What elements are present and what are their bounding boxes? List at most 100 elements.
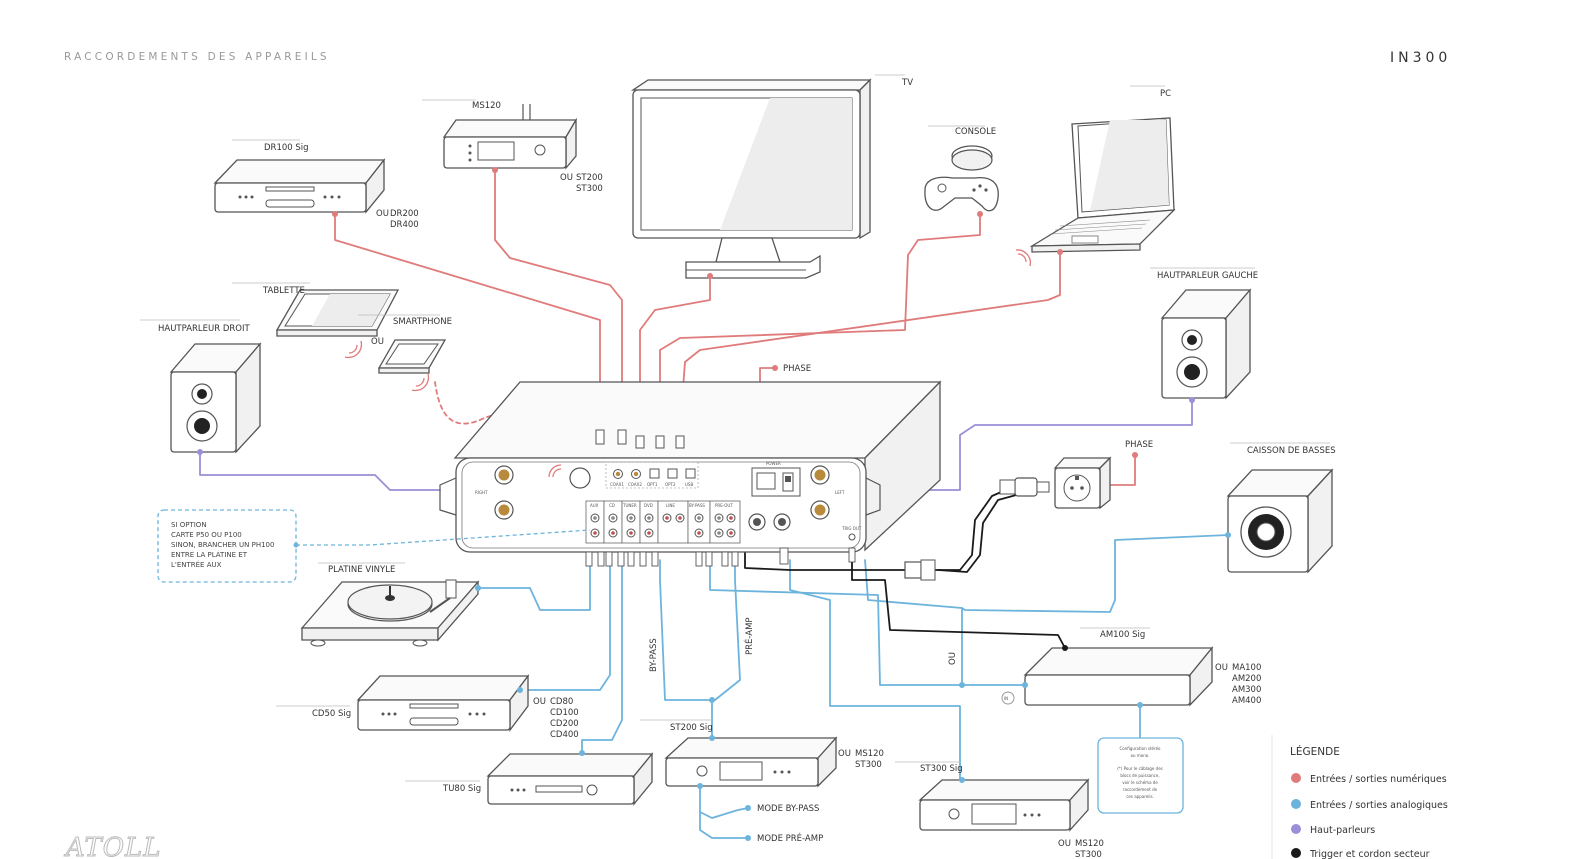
analog-inputs-panel: AUX CD TUNER DVD LINE BY-PASS PRE-OUT — [585, 500, 741, 544]
ms120-alt-1: ST200 — [576, 173, 603, 183]
legend-swatch-digital — [1291, 773, 1301, 783]
cd50-device: CD50 Sig OU CD80 CD100 CD200 CD400 — [276, 674, 579, 740]
input-bypass: BY-PASS — [689, 503, 705, 508]
cd50-alt-2: CD100 — [550, 708, 579, 718]
option-note: SI OPTION CARTE P50 OU P100 SINON, BRANC… — [157, 509, 591, 583]
pc-label: PC — [1160, 89, 1171, 99]
am100-alt-2: AM200 — [1232, 674, 1261, 684]
input-opt2: OPT2 — [665, 482, 676, 487]
am100-alt-4: AM400 — [1232, 696, 1261, 706]
legend-title: LÉGENDE — [1290, 745, 1340, 758]
cd50-alt-3: CD200 — [550, 719, 579, 729]
console-label: CONSOLE — [955, 127, 996, 137]
am100-alt-ou: OU — [1215, 663, 1228, 673]
smartphone-device: SMARTPHONE OU — [358, 314, 452, 392]
legend-swatch-speakers — [1291, 824, 1301, 834]
mode-preamp-label: MODE PRÉ-AMP — [757, 832, 823, 844]
dr100-label: DR100 Sig — [264, 143, 309, 153]
legend-item-digital: Entrées / sorties numériques — [1310, 774, 1447, 785]
dr100-alt-1: DR200 — [390, 209, 419, 219]
input-dvd: DVD — [644, 503, 653, 508]
pc-device: PC — [1015, 85, 1176, 267]
page-title: RACCORDEMENTS DES APPAREILS — [64, 51, 330, 63]
ou-vertical-label: OU — [948, 652, 958, 665]
config-note-line5: voir le schéma de — [1122, 780, 1158, 785]
input-coax2: COAX2 — [628, 482, 642, 487]
model-name: IN300 — [1390, 50, 1451, 66]
phase-right-label: PHASE — [1125, 440, 1153, 450]
mode-bypass-label: MODE BY-PASS — [757, 804, 819, 814]
tablette-device: TABLETTE — [232, 282, 400, 359]
cd50-alt-1: CD80 — [550, 697, 573, 707]
dr100-alt-ou: OU — [376, 209, 389, 219]
config-note-line6: raccordement de — [1123, 787, 1158, 792]
config-note-line7: ces appareils. — [1126, 794, 1154, 799]
tu80-device: TU80 Sig — [405, 750, 654, 806]
am100-in-label: IN — [1004, 696, 1008, 701]
analog-wires — [477, 534, 1229, 839]
st200-alt-2: ST300 — [855, 760, 882, 770]
amp-right-label: RIGHT — [475, 490, 488, 495]
input-preout: PRE-OUT — [715, 503, 733, 508]
dr100-device: DR100 Sig OU DR200 DR400 — [213, 139, 419, 230]
input-usb: USB — [685, 482, 693, 487]
cd50-label: CD50 Sig — [312, 709, 351, 719]
tu80-label: TU80 Sig — [442, 784, 481, 794]
legend-item-trigger: Trigger et cordon secteur — [1309, 849, 1430, 859]
speaker-right: HAUTPARLEUR DROIT — [140, 319, 262, 455]
config-note-line4: blocs de puissance, — [1120, 773, 1159, 778]
phase-top-label: PHASE — [783, 364, 811, 374]
trig-label: TRIG OUT — [841, 526, 862, 531]
am100-alt-1: MA100 — [1232, 663, 1261, 673]
am100-label: AM100 Sig — [1100, 630, 1145, 640]
st200-alt-ou: OU — [838, 749, 851, 759]
input-line: LINE — [666, 503, 675, 508]
power-label: POWER — [766, 461, 781, 466]
config-note-line2: ou mono. — [1131, 753, 1150, 758]
legend-item-speakers: Haut-parleurs — [1310, 825, 1375, 836]
st300-alt-2: ST300 — [1075, 850, 1102, 859]
legend-item-analog: Entrées / sorties analogiques — [1310, 800, 1448, 811]
tv-device: TV — [630, 74, 913, 279]
legend-swatch-trigger — [1291, 848, 1301, 858]
tv-label: TV — [901, 78, 913, 88]
config-note-line1: Configuration stéréo — [1120, 746, 1162, 751]
amplifier-in300: RIGHT LEFT COAX1 COAX2 OPT1 OPT2 USB POW… — [439, 380, 942, 567]
ms120-label: MS120 — [472, 101, 501, 111]
st300-alt-1: MS120 — [1075, 839, 1104, 849]
ms120-device: MS120 OU ST200 ST300 — [422, 99, 603, 194]
input-opt1: OPT1 — [647, 482, 658, 487]
subwoofer: CAISSON DE BASSES — [1225, 442, 1336, 574]
wall-outlet: PHASE — [904, 440, 1153, 581]
input-tuner: TUNER — [622, 503, 637, 508]
ms120-alt-ou: OU — [560, 173, 573, 183]
bypass-label: BY-PASS — [649, 638, 659, 672]
option-note-line1: SI OPTION — [171, 521, 207, 529]
smartphone-label: SMARTPHONE — [393, 317, 452, 327]
input-cd: CD — [609, 503, 615, 508]
speaker-left-label: HAUTPARLEUR GAUCHE — [1157, 271, 1258, 281]
amp-left-label: LEFT — [835, 490, 845, 495]
st200-alt-1: MS120 — [855, 749, 884, 759]
turntable: PLATINE VINYLE — [300, 562, 481, 647]
st300-alt-ou: OU — [1058, 839, 1071, 849]
tablette-label: TABLETTE — [262, 286, 305, 296]
input-coax1: COAX1 — [610, 482, 624, 487]
legend-swatch-analog — [1291, 799, 1301, 809]
turntable-label: PLATINE VINYLE — [328, 565, 395, 575]
legend: LÉGENDE Entrées / sorties numériques Ent… — [1271, 735, 1448, 859]
dr100-alt-2: DR400 — [390, 220, 419, 230]
am100-device: IN AM100 Sig OU MA100 AM200 AM300 AM400 … — [948, 627, 1261, 708]
brand-logo: ATOLL — [64, 833, 162, 859]
input-aux: AUX — [590, 503, 599, 508]
config-note: Configuration stéréo ou mono. (*) Pour l… — [1097, 737, 1184, 814]
st300-label: ST300 Sig — [920, 764, 963, 774]
st200-device: ST200 Sig OU MS120 ST300 MODE BY-PASS MO… — [640, 697, 884, 844]
config-note-line3: (*) Pour le câblage des — [1117, 766, 1163, 771]
speaker-wires — [199, 397, 1193, 491]
am100-alt-3: AM300 — [1232, 685, 1261, 695]
option-note-line3: SINON, BRANCHER UN PH100 — [171, 541, 274, 549]
ms120-alt-2: ST300 — [576, 184, 603, 194]
console-device: CONSOLE — [924, 125, 999, 217]
